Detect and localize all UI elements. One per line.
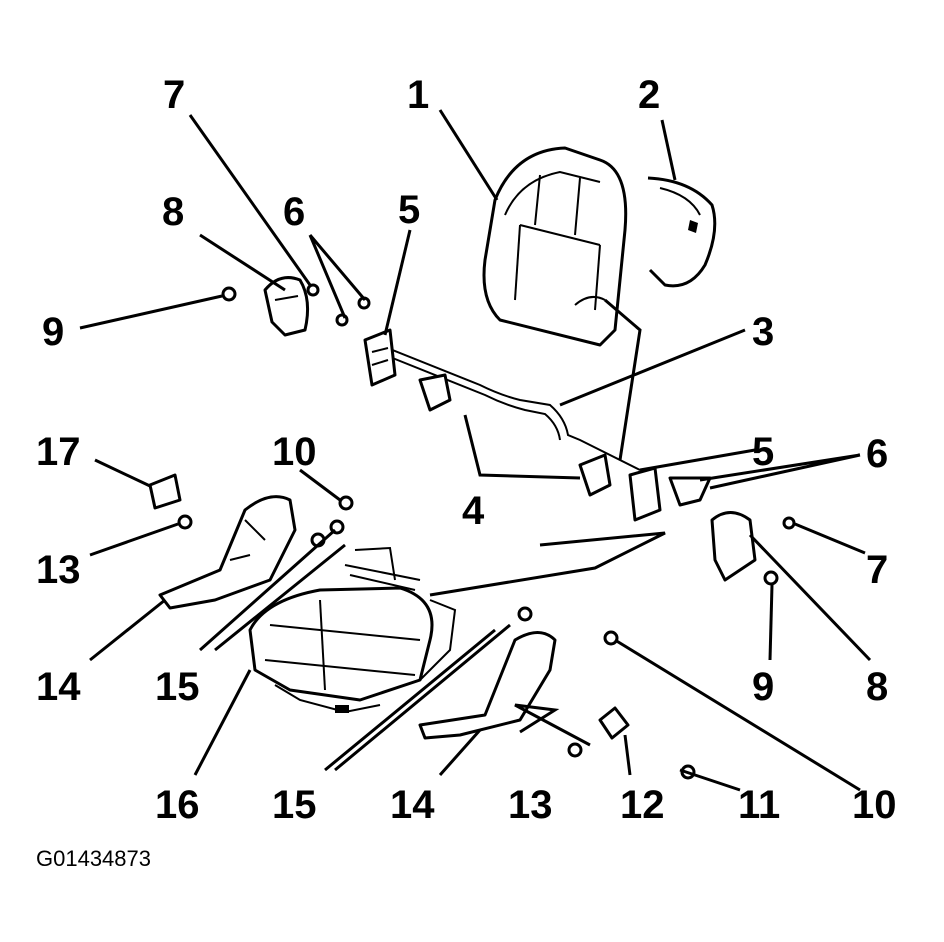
seatback-frame-bar bbox=[379, 344, 641, 471]
callout-13-left: 13 bbox=[36, 548, 81, 592]
small-fasteners bbox=[177, 283, 796, 780]
callout-13-lower: 13 bbox=[508, 783, 553, 827]
callout-17: 17 bbox=[36, 430, 81, 474]
callout-10-upper: 10 bbox=[272, 430, 317, 474]
callout-10-lower: 10 bbox=[852, 783, 897, 827]
callout-16: 16 bbox=[155, 783, 200, 827]
track-mechanism bbox=[344, 546, 421, 591]
callout-11: 11 bbox=[738, 783, 780, 827]
callout-6-right: 6 bbox=[866, 432, 888, 476]
callout-14-left: 14 bbox=[36, 665, 81, 709]
seatback-cushion bbox=[482, 146, 628, 347]
callout-4: 4 bbox=[462, 489, 485, 533]
seat-belt-buckle bbox=[598, 706, 630, 740]
figure-code: G01434873 bbox=[36, 846, 151, 871]
leader-lines bbox=[79, 109, 872, 792]
callout-5-lower: 5 bbox=[752, 430, 774, 474]
callout-1: 1 bbox=[407, 73, 429, 117]
bracket-upper bbox=[418, 373, 452, 412]
recliner-hinge-right bbox=[578, 453, 712, 522]
callout-12: 12 bbox=[620, 783, 665, 827]
seat-switch-17 bbox=[148, 473, 182, 510]
seat-cushion bbox=[248, 586, 457, 714]
callout-2: 2 bbox=[638, 73, 660, 117]
callout-6-left: 6 bbox=[283, 190, 305, 234]
callout-3: 3 bbox=[752, 310, 774, 354]
callout-9-right: 9 bbox=[752, 665, 774, 709]
callout-5-upper: 5 bbox=[398, 188, 420, 232]
callout-14-lower: 14 bbox=[390, 783, 435, 827]
callout-8-left: 8 bbox=[162, 190, 184, 234]
callout-9-left: 9 bbox=[42, 310, 64, 354]
callout-7-left: 7 bbox=[163, 73, 185, 117]
callout-15-lower: 15 bbox=[272, 783, 317, 827]
recliner-hinge-left bbox=[363, 328, 397, 387]
shield-left bbox=[263, 276, 310, 337]
shield-right bbox=[710, 511, 757, 582]
callout-15-left: 15 bbox=[155, 665, 200, 709]
side-trim-right bbox=[418, 631, 557, 740]
callout-8-right: 8 bbox=[866, 665, 888, 709]
side-trim-left bbox=[158, 495, 297, 610]
callout-7-right: 7 bbox=[866, 548, 888, 592]
seatback-panel bbox=[647, 176, 717, 288]
